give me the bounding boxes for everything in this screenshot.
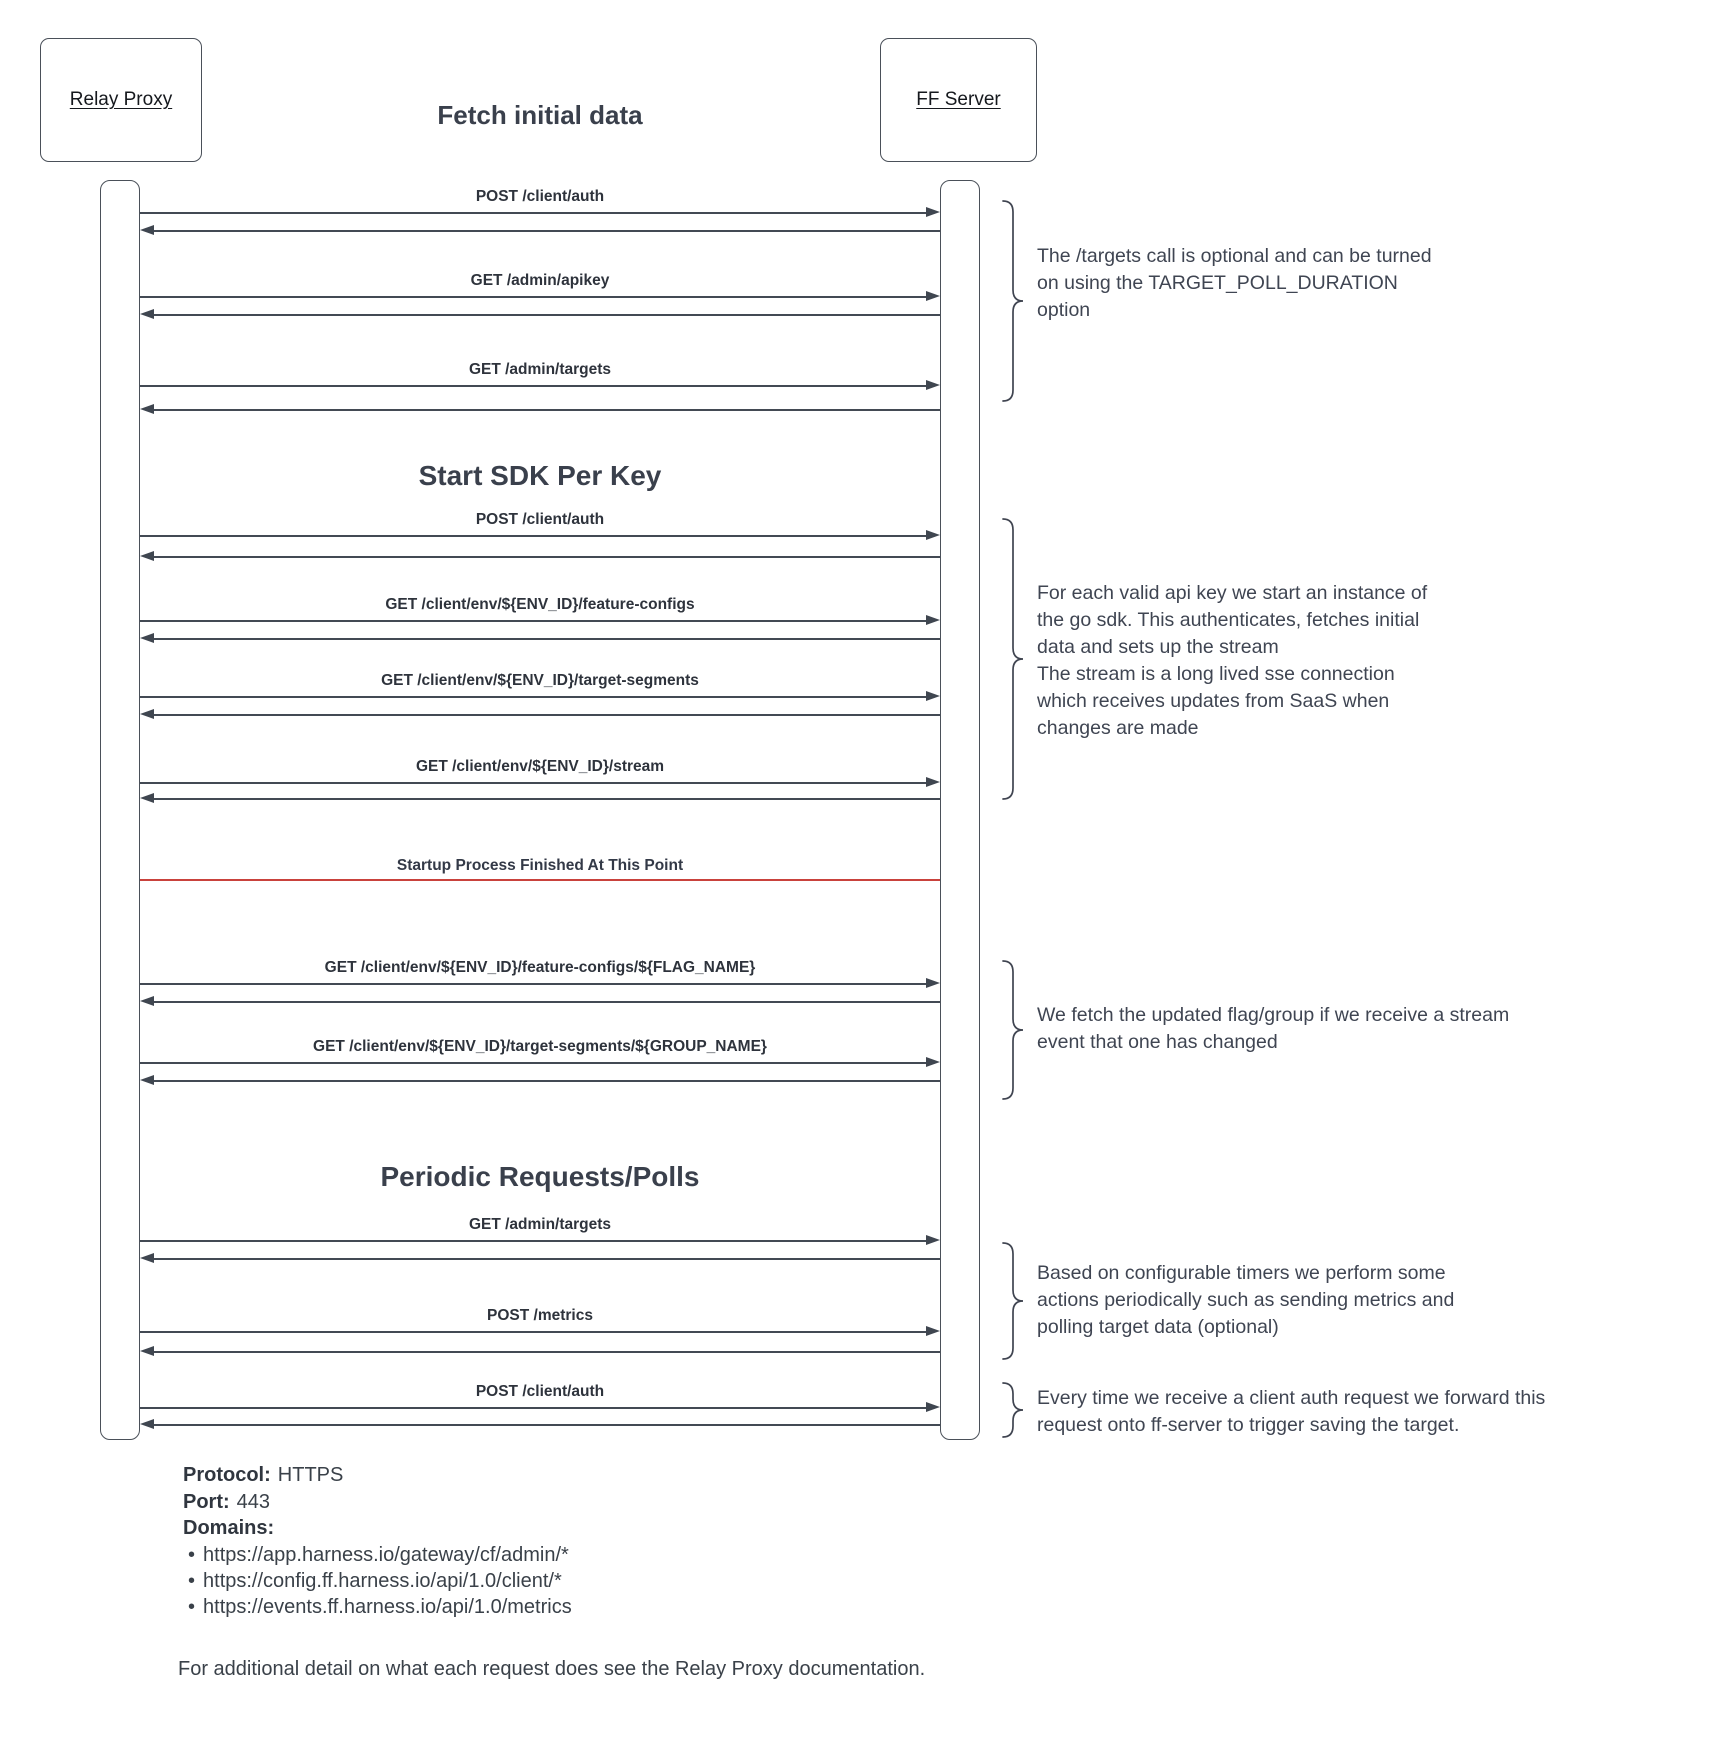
arrowhead-right-icon xyxy=(926,1235,940,1245)
lifeline-bar-relay-proxy xyxy=(100,180,140,1440)
bullet-icon: • xyxy=(188,1544,196,1566)
message-label: GET /client/env/${ENV_ID}/feature-config… xyxy=(324,959,756,976)
message-label: GET /client/env/${ENV_ID}/target-segment… xyxy=(381,672,699,689)
section-title-fetch-initial-data: Fetch initial data xyxy=(437,100,643,130)
arrowhead-right-icon xyxy=(926,1402,940,1412)
arrowhead-right-icon xyxy=(926,530,940,540)
message-label: POST /client/auth xyxy=(475,511,605,528)
actor-box-ff-server: FF Server xyxy=(880,38,1037,162)
message-label: GET /client/env/${ENV_ID}/stream xyxy=(415,758,665,775)
message-label: GET /admin/apikey xyxy=(470,272,610,289)
curly-brace-icon xyxy=(1002,960,1024,1100)
bullet-icon: • xyxy=(188,1570,196,1592)
domain-item: • https://config.ff.harness.io/api/1.0/cl… xyxy=(188,1568,572,1594)
message-label: GET /client/env/${ENV_ID}/feature-config… xyxy=(385,596,695,613)
domains-label: Domains: xyxy=(183,1517,275,1539)
curly-brace-icon xyxy=(1002,1242,1024,1360)
arrowhead-left-icon xyxy=(140,709,154,719)
message-label: POST /metrics xyxy=(487,1307,593,1324)
arrowhead-right-icon xyxy=(926,291,940,301)
footer-note: For additional detail on what each reque… xyxy=(178,1658,926,1680)
arrowhead-left-icon xyxy=(140,404,154,414)
actor-label-relay-proxy: Relay Proxy xyxy=(69,89,173,110)
section-title-start-sdk-per-key: Start SDK Per Key xyxy=(418,460,662,491)
arrowhead-left-icon xyxy=(140,551,154,561)
message-label: GET /admin/targets xyxy=(468,1216,612,1233)
protocol-label: Protocol: xyxy=(183,1464,271,1486)
arrowhead-left-icon xyxy=(140,309,154,319)
section-title-periodic-requests: Periodic Requests/Polls xyxy=(380,1161,700,1192)
arrowhead-right-icon xyxy=(926,1057,940,1067)
arrowhead-left-icon xyxy=(140,633,154,643)
annotation-configurable-timers: Based on configurable timers we perform … xyxy=(1037,1262,1455,1338)
port-value: 443 xyxy=(236,1490,271,1513)
domain-url: https://app.harness.io/gateway/cf/admin/… xyxy=(203,1544,569,1566)
protocol-value: HTTPS xyxy=(277,1464,344,1486)
arrowhead-right-icon xyxy=(926,1326,940,1336)
arrowhead-left-icon xyxy=(140,225,154,235)
domains-list: • https://app.harness.io/gateway/cf/admin… xyxy=(188,1542,572,1620)
connection-info: Protocol: HTTPS Port: 443 Domains: xyxy=(183,1462,343,1542)
domain-url: https://events.ff.harness.io/api/1.0/met… xyxy=(203,1596,572,1618)
message-label: POST /client/auth xyxy=(475,1383,605,1400)
message-label: GET /admin/targets xyxy=(468,361,612,378)
arrowhead-right-icon xyxy=(926,978,940,988)
curly-brace-icon xyxy=(1002,1382,1024,1438)
curly-brace-icon xyxy=(1002,518,1024,800)
annotation-sdk-instance: For each valid api key we start an insta… xyxy=(1037,582,1428,739)
message-label: POST /client/auth xyxy=(475,188,605,205)
protocol-row: Protocol: HTTPS xyxy=(183,1462,343,1489)
annotation-fetch-updated-flag: We fetch the updated flag/group if we re… xyxy=(1037,1004,1510,1053)
domain-item: • https://app.harness.io/gateway/cf/admin… xyxy=(188,1542,572,1568)
arrowhead-left-icon xyxy=(140,996,154,1006)
arrowhead-right-icon xyxy=(926,615,940,625)
port-row: Port: 443 xyxy=(183,1489,343,1516)
actor-label-ff-server: FF Server xyxy=(916,89,1001,110)
arrowhead-right-icon xyxy=(926,691,940,701)
annotation-client-auth-forward: Every time we receive a client auth requ… xyxy=(1037,1387,1546,1436)
message-label: GET /client/env/${ENV_ID}/target-segment… xyxy=(313,1038,767,1055)
port-label: Port: xyxy=(183,1490,230,1513)
curly-brace-icon xyxy=(1002,200,1024,402)
separator-label: Startup Process Finished At This Point xyxy=(396,857,684,874)
domain-item: • https://events.ff.harness.io/api/1.0/me… xyxy=(188,1594,572,1620)
arrowhead-left-icon xyxy=(140,1253,154,1263)
separator-red-line xyxy=(140,879,940,881)
domains-row: Domains: xyxy=(183,1515,343,1542)
lifeline-bar-ff-server xyxy=(940,180,980,1440)
arrowhead-left-icon xyxy=(140,1346,154,1356)
annotation-targets-optional: The /targets call is optional and can be… xyxy=(1037,245,1432,321)
domain-url: https://config.ff.harness.io/api/1.0/cli… xyxy=(203,1570,562,1592)
arrowhead-left-icon xyxy=(140,1419,154,1429)
arrowhead-right-icon xyxy=(926,777,940,787)
actor-box-relay-proxy: Relay Proxy xyxy=(40,38,202,162)
arrowhead-left-icon xyxy=(140,1075,154,1085)
bullet-icon: • xyxy=(188,1596,196,1618)
arrowhead-left-icon xyxy=(140,793,154,803)
arrowhead-right-icon xyxy=(926,207,940,217)
arrowhead-right-icon xyxy=(926,380,940,390)
